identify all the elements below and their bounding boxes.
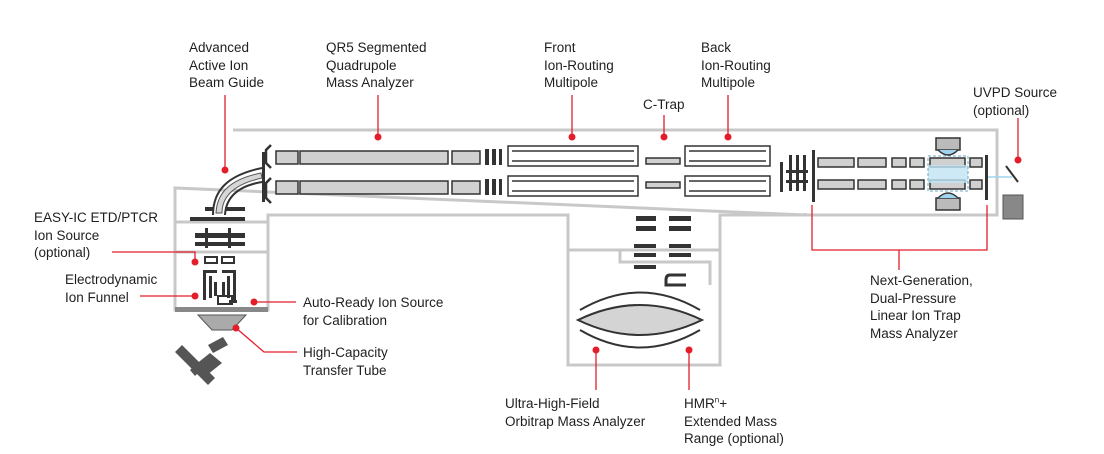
trap-detector-top <box>935 137 961 156</box>
callouts <box>112 95 1019 390</box>
label-etd: EASY-IC ETD/PTCR Ion Source (optional) <box>34 210 159 260</box>
callout-dot-beam-guide <box>221 166 229 174</box>
callout-dot-qr5 <box>374 133 382 141</box>
beam-guide-plate-left <box>205 207 213 211</box>
label-front-multipole: Front Ion-Routing Multipole <box>544 40 614 90</box>
source-lens-post-1 <box>205 228 208 248</box>
source-lens-post-2 <box>228 228 231 248</box>
label-beam-guide: Advanced Active Ion Beam Guide <box>189 40 265 90</box>
beam-guide-plate-right <box>225 207 245 211</box>
label-funnel: Electrodynamic Ion Funnel <box>65 272 158 305</box>
etd-source-electrode-1 <box>204 256 218 264</box>
label-qr5: QR5 Segmented Quadrupole Mass Analyzer <box>326 40 427 90</box>
entrance-lens-bracket-bottom <box>264 177 272 204</box>
qr5-exit-lenses <box>485 149 502 195</box>
front-multipole <box>507 145 639 197</box>
qr5-quadrupole <box>275 150 481 195</box>
uvpd-mirror <box>1005 165 1019 183</box>
label-back-multipole: Back Ion-Routing Multipole <box>701 40 771 90</box>
callout-dot-front-multipole <box>568 133 576 141</box>
trap-detector-bottom <box>935 192 961 211</box>
beam-guide-curve-fill <box>215 172 263 214</box>
ion-optics <box>262 137 1024 220</box>
autoready-source-plate <box>229 300 237 303</box>
back-multipole <box>684 145 771 197</box>
ion-funnel <box>203 270 236 300</box>
callout-dot-funnel <box>191 292 199 300</box>
source-lens-1 <box>190 217 245 221</box>
callout-dots <box>191 133 1022 354</box>
trap-beam-box <box>927 155 969 192</box>
orbitrap-inner-step <box>618 250 712 285</box>
linear-ion-trap <box>817 157 983 190</box>
orbitrap-outer-electrode-top <box>579 291 701 311</box>
ion-source-region <box>175 167 268 385</box>
callout-dot-hmr <box>685 346 693 354</box>
uvpd-laser-box <box>1002 194 1024 220</box>
callout-transfer-line <box>235 327 297 353</box>
label-transfer: High-Capacity Transfer Tube <box>303 345 388 378</box>
label-orbitrap: Ultra-High-Field Orbitrap Mass Analyzer <box>505 396 646 429</box>
source-base-flange <box>175 307 268 312</box>
c-trap <box>645 157 681 189</box>
main-housing-outline <box>173 128 999 367</box>
orbitrap-c-bracket <box>664 273 686 287</box>
label-linear-trap: Next-Generation, Dual-Pressure Linear Io… <box>870 273 973 341</box>
callout-dot-ctrap <box>660 133 668 141</box>
trap-entrance-lenses <box>780 150 815 202</box>
label-autoready: Auto-Ready Ion Source for Calibration <box>303 295 444 328</box>
source-lens-2 <box>195 233 245 238</box>
callout-dot-autoready <box>250 298 258 306</box>
label-ctrap: C-Trap <box>643 97 685 112</box>
etd-source-electrode-2 <box>221 256 235 264</box>
orbitrap-outer-electrode-bottom <box>579 329 701 349</box>
callout-dot-uvpd <box>1014 156 1022 164</box>
sample-inlet-cross <box>175 337 228 385</box>
label-uvpd: UVPD Source (optional) <box>973 85 1058 118</box>
trap-beam-highlight <box>928 165 968 183</box>
orbitrap-central-electrode <box>575 304 705 336</box>
callout-dot-orbitrap <box>592 346 600 354</box>
orbitrap-transfer-lenses <box>634 216 691 269</box>
orbitrap-region <box>575 216 705 349</box>
entrance-lens-bracket-top <box>264 144 272 169</box>
callout-linear-trap-bracket <box>811 205 988 251</box>
label-hmr: HMRn+ Extended Mass Range (optional) <box>684 395 784 446</box>
trap-end-plate <box>985 155 988 200</box>
entrance-lens-plate <box>262 152 265 202</box>
beam-guide-curve-outer <box>212 167 263 216</box>
callout-dot-back-multipole <box>724 133 732 141</box>
source-lens-3 <box>195 242 245 246</box>
callout-dot-transfer <box>232 324 240 332</box>
callout-dot-etd <box>191 258 199 266</box>
